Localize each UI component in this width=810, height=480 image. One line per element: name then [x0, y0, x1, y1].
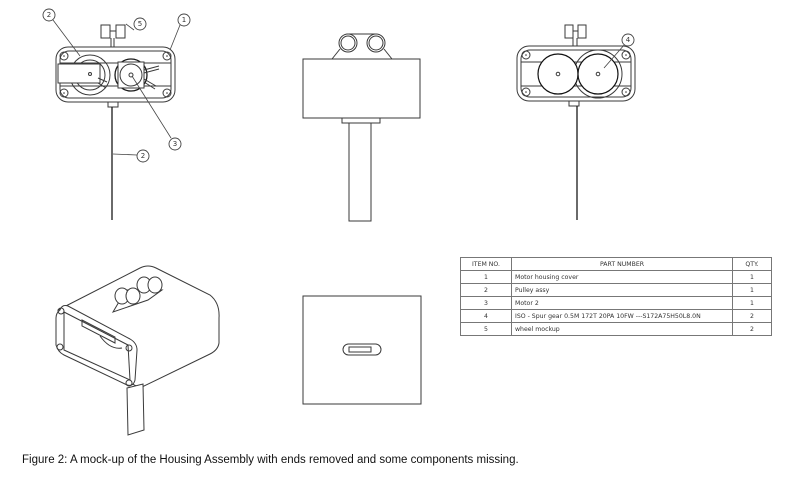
spur-gear-right: [577, 53, 619, 95]
balloon: [621, 33, 635, 47]
part-number: Motor 2: [511, 296, 733, 310]
bom-row: 2 Pulley assy 1: [460, 283, 772, 297]
qty: 1: [732, 283, 772, 297]
housing-side: [302, 58, 421, 119]
wheel-left: [100, 24, 111, 39]
balloon-label: 4: [626, 36, 631, 44]
wheel-left: [338, 33, 358, 53]
col-item-no: ITEM NO.: [460, 257, 512, 271]
qty: 1: [732, 296, 772, 310]
balloon: [133, 17, 147, 31]
bill-of-materials: ITEM NO. PART NUMBER QTY. 1 Motor housin…: [460, 257, 772, 336]
belt-side: [348, 122, 372, 222]
bom-row: 3 Motor 2 1: [460, 296, 772, 310]
balloon-label: 2: [47, 11, 51, 19]
motor-body: [117, 61, 145, 89]
belt-iso: [126, 383, 145, 436]
front-section-view: 5 2 1 3 2: [42, 8, 191, 220]
part-number: wheel mockup: [511, 322, 733, 336]
balloon: [168, 137, 182, 151]
part-number: ISO - Spur gear 0.5M 172T 20PA 10FW ---S…: [511, 309, 733, 323]
bom-header-row: ITEM NO. PART NUMBER QTY.: [460, 257, 772, 271]
balloon-label: 1: [182, 16, 186, 24]
col-part-number: PART NUMBER: [511, 257, 733, 271]
balloon-label: 2: [141, 152, 145, 160]
pulley-block: [57, 63, 101, 84]
balloon-label: 3: [173, 140, 177, 148]
qty: 2: [732, 322, 772, 336]
bom-row: 1 Motor housing cover 1: [460, 270, 772, 284]
wheel-right: [115, 24, 126, 39]
isometric-view: [55, 265, 220, 436]
figure-caption: Figure 2: A mock-up of the Housing Assem…: [22, 454, 519, 466]
col-qty: QTY.: [732, 257, 772, 271]
balloon: [136, 149, 150, 163]
item-no: 3: [460, 296, 512, 310]
bom-row: 5 wheel mockup 2: [460, 322, 772, 336]
side-view: [302, 33, 421, 222]
item-no: 5: [460, 322, 512, 336]
part-number: Pulley assy: [511, 283, 733, 297]
qty: 1: [732, 270, 772, 284]
balloon: [42, 8, 56, 22]
front-view-gears: 4: [516, 24, 636, 220]
wheel-right: [366, 33, 386, 53]
part-number: Motor housing cover: [511, 270, 733, 284]
bom-row: 4 ISO - Spur gear 0.5M 172T 20PA 10FW --…: [460, 309, 772, 323]
spur-gear-left: [537, 53, 579, 95]
qty: 2: [732, 309, 772, 323]
balloon: [177, 13, 191, 27]
item-no: 2: [460, 283, 512, 297]
balloon-label: 5: [138, 20, 142, 28]
bottom-view: [302, 295, 422, 405]
item-no: 1: [460, 270, 512, 284]
motor-outline: [114, 58, 148, 92]
item-no: 4: [460, 309, 512, 323]
